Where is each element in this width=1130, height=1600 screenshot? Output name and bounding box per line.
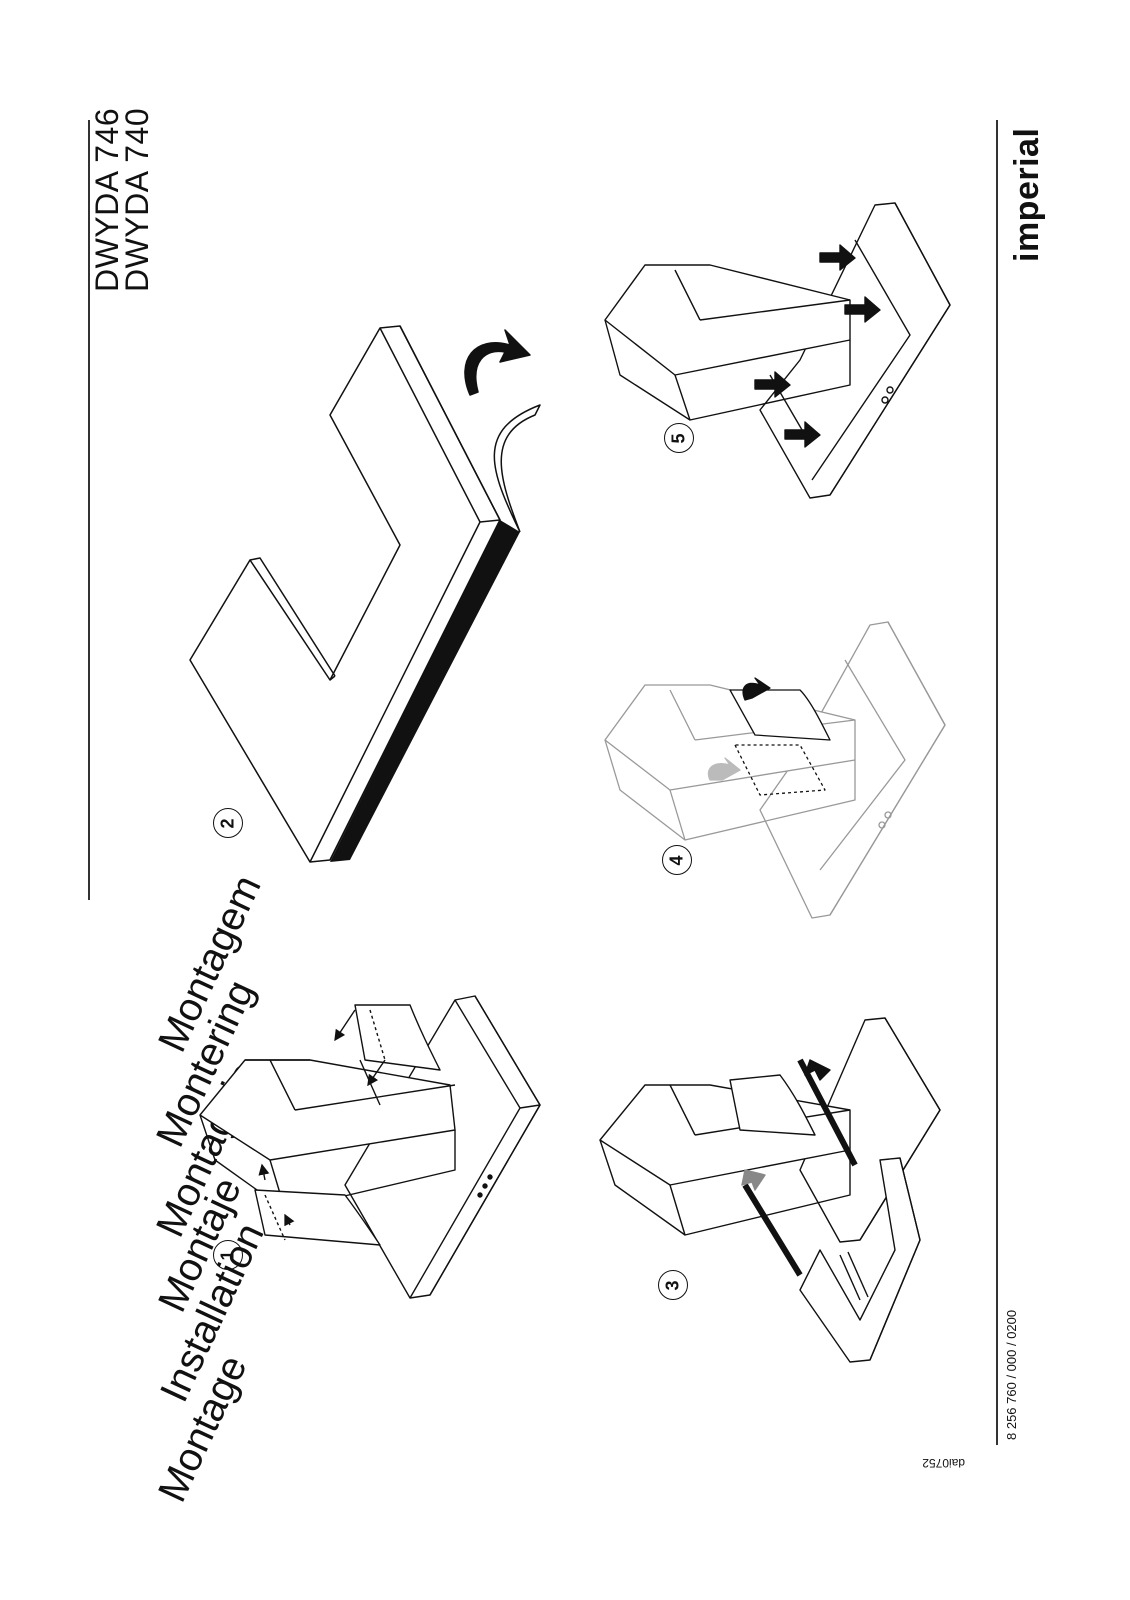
step-2-marker: 2 bbox=[213, 808, 243, 838]
step-4-marker: 4 bbox=[662, 845, 692, 875]
step-4-drawing bbox=[604, 621, 946, 919]
step-5-drawing bbox=[604, 202, 951, 499]
step-3-marker: 3 bbox=[658, 1270, 688, 1300]
step-1-drawing bbox=[199, 995, 541, 1299]
top-rule bbox=[88, 120, 90, 900]
step-1-marker: 1 bbox=[213, 1240, 243, 1270]
step-5-marker: 5 bbox=[664, 423, 694, 453]
step-2-drawing bbox=[189, 325, 541, 863]
step-3-drawing bbox=[599, 1017, 941, 1363]
bottom-rule bbox=[996, 120, 998, 1445]
